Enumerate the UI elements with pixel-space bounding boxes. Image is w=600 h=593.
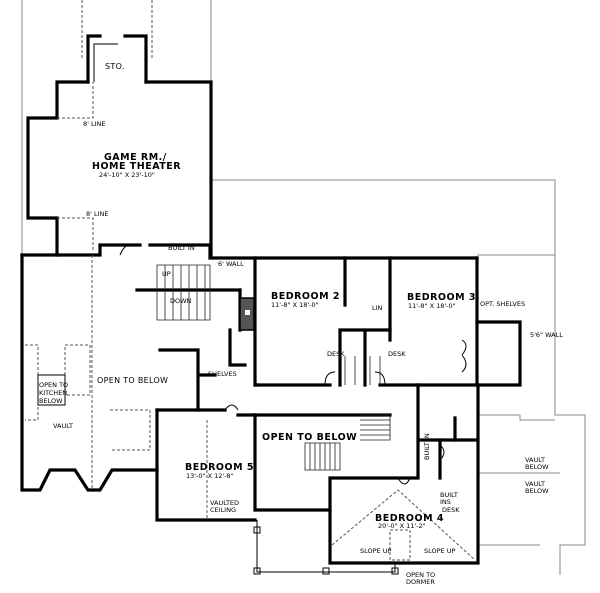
optional-shelves-note: OPT. SHELVES bbox=[480, 300, 525, 308]
open-to-dormer-note: DORMER bbox=[406, 578, 435, 586]
dashed-features bbox=[25, 255, 476, 561]
storage-label: STO. bbox=[105, 62, 125, 71]
built-ins-desk-note: INS bbox=[440, 498, 451, 506]
game-room-label: GAME RM./ bbox=[104, 152, 167, 163]
bedroom-2-dimensions: 11'-8" X 18'-0" bbox=[271, 301, 319, 309]
vault-below-note: VAULT bbox=[525, 456, 545, 464]
eight-foot-line-note: 8' LINE bbox=[83, 120, 106, 128]
built-ins-desk-note: DESK bbox=[442, 506, 460, 514]
bedroom-3-label: BEDROOM 3 bbox=[407, 292, 476, 303]
plan-notes: 8' LINE 8' LINE BUILT IN 6' WALL UP DOWN… bbox=[39, 120, 563, 586]
open-to-kitchen-note: OPEN TO bbox=[39, 381, 68, 389]
bedroom-4-dimensions: 20'-0" X 11'-2" bbox=[378, 522, 426, 530]
bedroom-5-label: BEDROOM 5 bbox=[185, 462, 254, 473]
upper-floor-walls bbox=[20, 243, 522, 575]
bedroom-3-dimensions: 11'-8" X 18'-0" bbox=[408, 302, 456, 310]
game-room bbox=[26, 34, 213, 257]
wall-height-note: 6' WALL bbox=[218, 260, 244, 268]
vaulted-ceiling-note: CEILING bbox=[210, 506, 236, 514]
built-in-note: BUILT IN bbox=[423, 433, 431, 460]
room-labels: STO. GAME RM./ HOME THEATER 24'-10" X 23… bbox=[92, 62, 476, 530]
slope-up-note: SLOPE UP bbox=[360, 547, 391, 555]
vault-below-note: VAULT bbox=[525, 480, 545, 488]
stair-down-label: DOWN bbox=[170, 297, 192, 305]
built-in-note: BUILT IN bbox=[168, 244, 195, 252]
linen-closet-label: LIN bbox=[372, 304, 383, 312]
doors bbox=[119, 244, 467, 485]
bedroom-5-dimensions: 13'-0" X 12'-8" bbox=[186, 472, 234, 480]
desk-label: DESK bbox=[327, 350, 345, 358]
open-to-kitchen-note: BELOW bbox=[39, 397, 63, 405]
stairs bbox=[156, 264, 391, 471]
slope-up-note: SLOPE UP bbox=[424, 547, 455, 555]
vault-below-note: BELOW bbox=[525, 463, 549, 471]
open-to-kitchen-note: KITCHEN bbox=[39, 389, 67, 397]
stair-up-label: UP bbox=[162, 270, 171, 278]
open-to-below-center: OPEN TO BELOW bbox=[262, 432, 357, 443]
desk-label: DESK bbox=[388, 350, 406, 358]
lower-floor-outline bbox=[21, 0, 586, 575]
eight-foot-line-note: 8' LINE bbox=[86, 210, 109, 218]
game-room-dimensions: 24'-10" X 23'-10" bbox=[99, 171, 155, 179]
shelves-note: SHELVES bbox=[208, 370, 237, 378]
wall-height-note: 5'6" WALL bbox=[530, 331, 563, 339]
bedroom-2-label: BEDROOM 2 bbox=[271, 291, 340, 302]
built-ins-desk-note: BUILT bbox=[440, 491, 458, 499]
open-to-dormer-note: OPEN TO bbox=[406, 571, 435, 579]
bedroom-4-label: BEDROOM 4 bbox=[375, 513, 444, 524]
vault-note: VAULT bbox=[53, 422, 73, 430]
game-room-label-2: HOME THEATER bbox=[92, 161, 181, 172]
open-to-below-left: OPEN TO BELOW bbox=[97, 376, 168, 385]
vault-below-note: BELOW bbox=[525, 487, 549, 495]
vaulted-ceiling-note: VAULTED bbox=[210, 499, 239, 507]
